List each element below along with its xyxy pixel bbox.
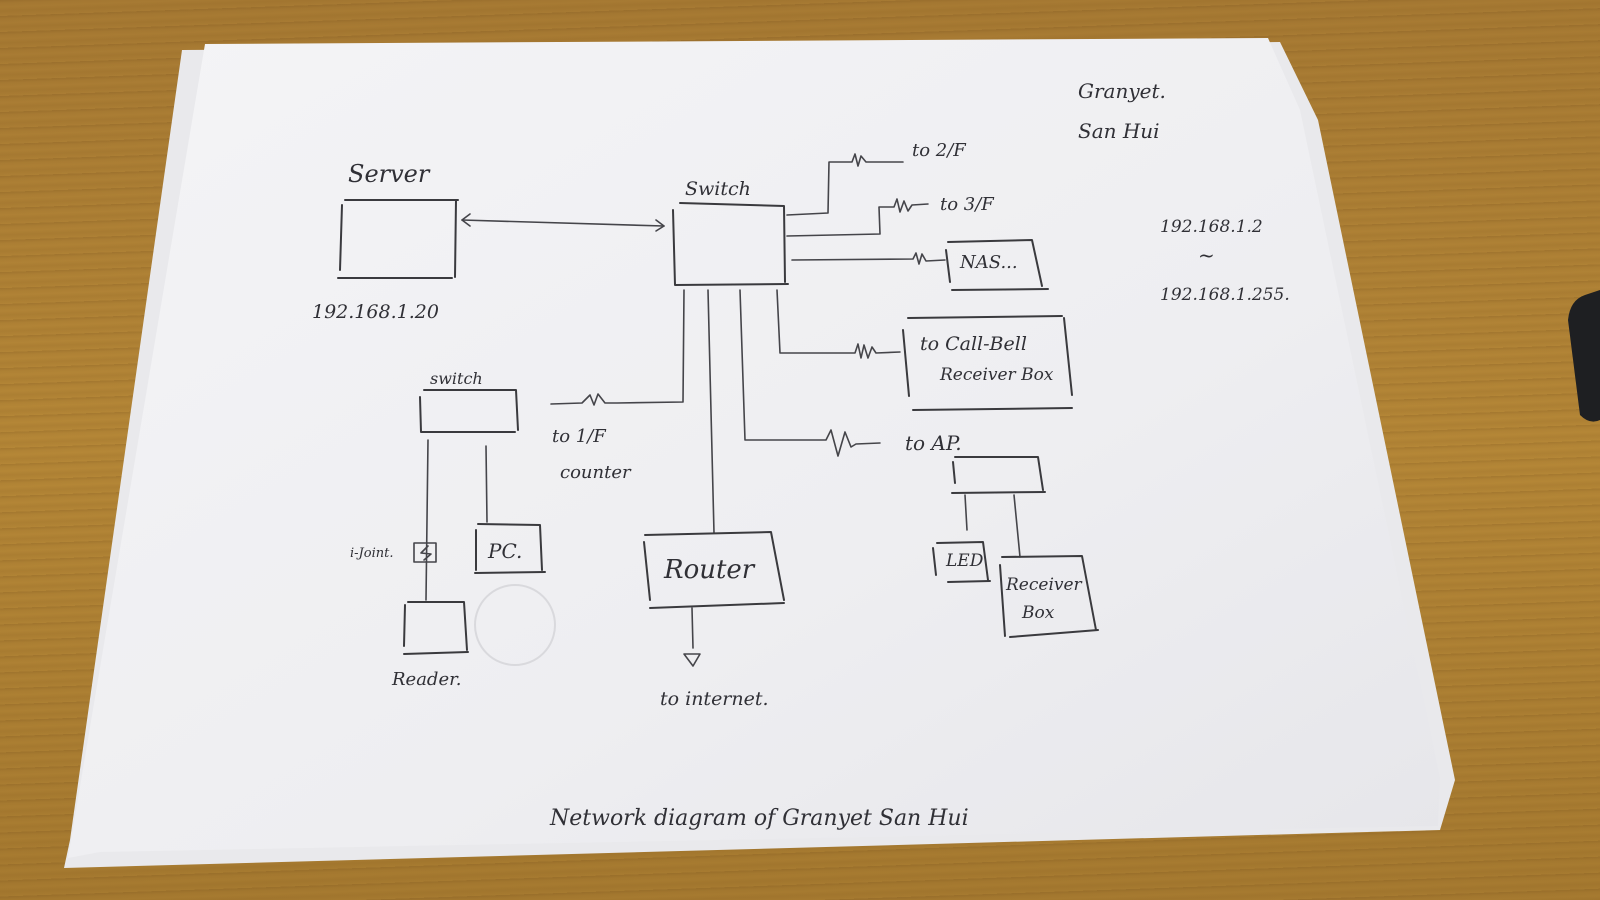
router-box[interactable] bbox=[643, 531, 785, 609]
header-note-line1: Granyet. bbox=[1078, 79, 1166, 103]
link-to-1f bbox=[550, 289, 685, 406]
sub-switch-reader-link bbox=[425, 439, 429, 601]
server-ip: 192.168.1.20 bbox=[312, 301, 439, 323]
switch-router-link bbox=[707, 289, 715, 534]
i-joint-box bbox=[413, 542, 437, 563]
nas-label: NAS... bbox=[959, 252, 1018, 273]
ap-connections bbox=[964, 494, 1021, 558]
header-note-line2: San Hui bbox=[1078, 119, 1160, 143]
link-to-2f-label: to 2/F bbox=[912, 140, 967, 161]
sub-switch-pc-link bbox=[485, 445, 488, 523]
receiver-box-line2: Box bbox=[1021, 603, 1055, 623]
sub-switch-box[interactable] bbox=[419, 389, 519, 433]
i-joint-label: i-Joint. bbox=[350, 546, 393, 561]
ap-box[interactable] bbox=[951, 456, 1046, 494]
phone-edge bbox=[1568, 290, 1600, 422]
link-to-call-bell bbox=[776, 289, 901, 359]
paper-sheet bbox=[68, 38, 1440, 858]
link-to-3f bbox=[786, 198, 929, 237]
ip-range-end: 192.168.1.255. bbox=[1160, 285, 1290, 305]
led-box[interactable] bbox=[932, 541, 991, 583]
receiver-box[interactable] bbox=[999, 555, 1099, 638]
ap-label: to AP. bbox=[905, 431, 962, 455]
call-bell-line2: Receiver Box bbox=[939, 365, 1054, 385]
link-to-2f bbox=[786, 153, 904, 216]
reader-box[interactable] bbox=[403, 601, 469, 655]
main-switch-label: Switch bbox=[685, 178, 751, 200]
link-to-3f-label: to 3/F bbox=[940, 194, 995, 215]
sub-switch-label: switch bbox=[430, 369, 483, 388]
call-bell-line1: to Call-Bell bbox=[920, 333, 1027, 355]
pc-box[interactable] bbox=[474, 523, 546, 574]
receiver-box-line1: Receiver bbox=[1005, 575, 1083, 595]
ip-range-start: 192.168.1.2 bbox=[1160, 217, 1263, 237]
diagram-title: Network diagram of Granyet San Hui bbox=[549, 806, 969, 831]
reader-label: Reader. bbox=[391, 669, 461, 690]
router-internet-link bbox=[683, 607, 701, 667]
main-switch-box[interactable] bbox=[672, 202, 789, 286]
to-internet-label: to internet. bbox=[660, 688, 769, 710]
router-label: Router bbox=[663, 555, 756, 585]
ip-range-separator: ~ bbox=[1198, 243, 1215, 267]
server-switch-link bbox=[461, 213, 665, 232]
link-to-ap bbox=[739, 289, 881, 457]
pc-label: PC. bbox=[487, 539, 522, 563]
nas-box[interactable] bbox=[945, 239, 1049, 291]
call-bell-box[interactable] bbox=[902, 315, 1073, 411]
server-box[interactable] bbox=[337, 199, 459, 279]
led-label: LED bbox=[945, 551, 984, 571]
to-1f-counter-label: counter bbox=[560, 462, 632, 483]
stamp-shadow bbox=[474, 584, 556, 666]
server-label: Server bbox=[348, 160, 431, 188]
link-to-nas bbox=[791, 252, 946, 265]
to-1f-label: to 1/F bbox=[552, 426, 607, 447]
